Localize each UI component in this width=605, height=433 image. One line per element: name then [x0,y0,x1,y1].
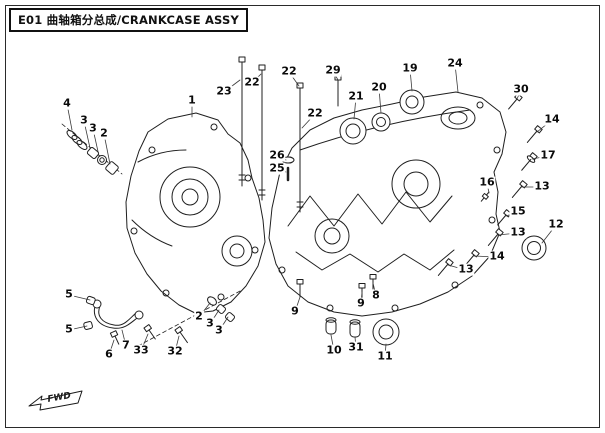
bottom-plug-set [207,296,235,322]
stud-16 [480,191,490,202]
bolt-13c [437,258,454,276]
bolt-8 [369,274,377,290]
bolt-14b [463,249,480,267]
spring-plug-set [61,123,123,175]
bolt-17 [521,152,538,171]
bolt-6 [109,330,120,345]
diagram-title: E01 曲轴箱分总成/CRANKCASE ASSY [18,13,240,27]
dowel-pin-10 [325,317,337,335]
oil-seal-12 [521,235,547,261]
fwd-arrow-icon: FWD [28,390,83,411]
bolt-30 [508,93,523,110]
oil-pipe-assembly [83,289,243,347]
bolt-32 [174,326,188,344]
left-crankcase-half [125,112,266,314]
bolt-15 [497,209,512,226]
bolt-14a [526,125,543,143]
cylinder-stud-bolts [238,56,342,213]
bolt-9a [296,279,304,298]
bolt-13b [487,228,504,246]
dowel-pin-31 [349,319,361,338]
fwd-indicator: FWD [26,386,88,416]
main-bearings [339,89,425,145]
dowels-and-seal [325,317,400,346]
case-bolts-right [437,93,547,276]
right-crankcase-half [268,91,507,317]
bolt-33 [143,324,156,340]
oil-seal-11 [372,318,400,346]
flange-bolts-bottom [296,274,377,302]
diagram-title-box: E01 曲轴箱分总成/CRANKCASE ASSY [9,8,249,32]
washer-and-pin [281,156,295,182]
bolt-13a [511,180,528,198]
fwd-label: FWD [47,391,72,405]
